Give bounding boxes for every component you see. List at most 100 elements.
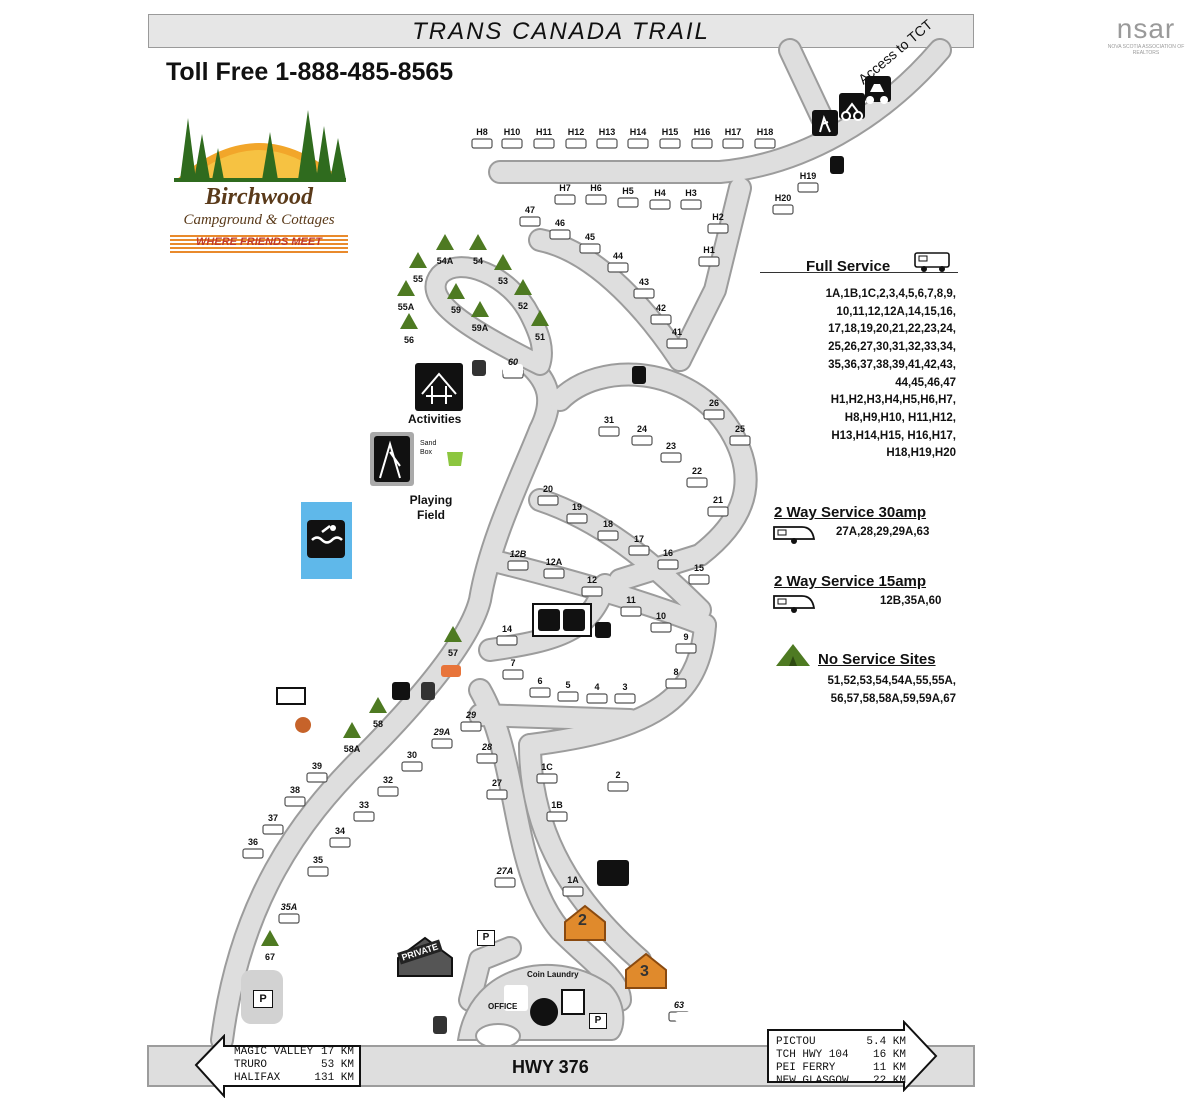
tent-icon (409, 252, 427, 268)
hiker-figure (819, 115, 831, 133)
site-label-12a: 12A (545, 557, 563, 567)
coin-laundry-label: Coin Laundry (527, 970, 579, 979)
tent-icon (261, 930, 279, 946)
rv-icon (729, 435, 751, 446)
rv-icon (614, 693, 636, 704)
site-label-56: 56 (403, 335, 414, 345)
site-label-h4: H4 (654, 188, 666, 198)
rv-icon (329, 837, 351, 848)
rv-icon (431, 738, 453, 749)
site-label-14: 14 (501, 624, 512, 634)
women-men-icon (538, 609, 560, 631)
rv-icon (546, 811, 568, 822)
rv-icon (507, 560, 529, 571)
site-label-18: 18 (602, 519, 613, 529)
sign-place: MAGIC VALLEY (234, 1046, 314, 1058)
site-label-43: 43 (638, 277, 649, 287)
full-service-line: H18,H19,H20 (886, 447, 956, 460)
rv-icon (675, 643, 697, 654)
sign-distance: 11 KM (872, 1062, 906, 1074)
tent-icon (369, 697, 387, 713)
tent-icon (447, 283, 465, 299)
full-service-line: 44,45,46,47 (895, 376, 956, 389)
family-icon (504, 985, 528, 1011)
rv-icon (494, 877, 516, 888)
rv-icon (597, 530, 619, 541)
site-label-63: 63 (673, 1000, 684, 1010)
rv-icon (401, 761, 423, 772)
site-label-h18: H18 (756, 127, 774, 137)
logo-title: Birchwood (204, 184, 314, 210)
rv-icon (496, 635, 518, 646)
rv-icon (617, 197, 639, 208)
rv-icon (565, 138, 587, 149)
full-service-rv-icon (914, 251, 954, 278)
water-tap-icon (392, 682, 410, 700)
rv-icon (665, 678, 687, 689)
site-label-46: 46 (554, 218, 565, 228)
site-label-1c: 1C (541, 762, 553, 772)
east-road-sign (767, 1020, 938, 1092)
site-label-29: 29 (465, 710, 476, 720)
site-label-h12: H12 (567, 127, 585, 137)
site-label-h13: H13 (598, 127, 616, 137)
site-label-4: 4 (594, 682, 600, 692)
nsar-logo-text: nsar (1116, 13, 1176, 44)
rv-icon (562, 886, 584, 897)
sign-distance: 131 KM (314, 1072, 354, 1084)
rv-icon (754, 138, 776, 149)
private-cottage-icon (397, 936, 453, 977)
sign-place: HALIFAX (234, 1072, 281, 1084)
site-label-7: 7 (510, 658, 516, 668)
site-label-47: 47 (524, 205, 535, 215)
rv-icon (666, 338, 688, 349)
site-label-60: 60 (507, 357, 518, 367)
site-label-20: 20 (542, 484, 553, 494)
water-tap-icon (472, 360, 486, 376)
rv-icon (650, 314, 672, 325)
rv-icon (543, 568, 565, 579)
activities-label: Activities (408, 412, 462, 426)
site-label-1b: 1B (551, 800, 563, 810)
rv-icon (657, 559, 679, 570)
rv-icon (566, 513, 588, 524)
rv-icon (549, 229, 571, 240)
two-way-15-title: 2 Way Service 15amp (774, 573, 927, 590)
office-label: OFFICE (488, 1002, 518, 1011)
site-label-h10: H10 (503, 127, 521, 137)
rv-icon (627, 138, 649, 149)
rv-icon (306, 772, 328, 783)
toll-free-number: Toll Free 1-888-485-8565 (166, 58, 454, 86)
site-label-3: 3 (622, 682, 628, 692)
site-label-h11: H11 (535, 127, 552, 137)
trash-icon (433, 1016, 447, 1034)
site-label-51: 51 (534, 332, 545, 342)
two-way-15-sites: 12B,35A,60 (880, 595, 942, 607)
rv-icon (598, 426, 620, 437)
site-label-25: 25 (734, 424, 745, 434)
rv-icon (628, 545, 650, 556)
parking-sign-1: P (253, 990, 273, 1008)
rv-icon (686, 477, 708, 488)
full-service-heading: Full Service (806, 258, 890, 276)
site-label-16: 16 (662, 548, 673, 558)
rv-icon (688, 574, 710, 585)
sandbox-bucket-icon (447, 452, 463, 466)
site-label-1a: 1A (567, 875, 579, 885)
site-label-h6: H6 (590, 183, 602, 193)
site-label-h8: H8 (476, 127, 488, 137)
no-service-line-2: 56,57,58,58A,59,59A,67 (830, 692, 956, 705)
cottage-3-number: 3 (640, 963, 649, 980)
full-service-line: H13,H14,H15, H16,H17, (831, 429, 956, 442)
bicycle-figure (841, 102, 864, 121)
sign-distance: 5.4 KM (866, 1036, 906, 1048)
logo-tagline: WHERE FRIENDS MEET (196, 236, 322, 248)
parking-sign-3: P (589, 1013, 607, 1029)
site-label-21: 21 (712, 495, 723, 505)
rv-icon (607, 262, 629, 273)
sign-distance: 22 KM (872, 1075, 906, 1087)
